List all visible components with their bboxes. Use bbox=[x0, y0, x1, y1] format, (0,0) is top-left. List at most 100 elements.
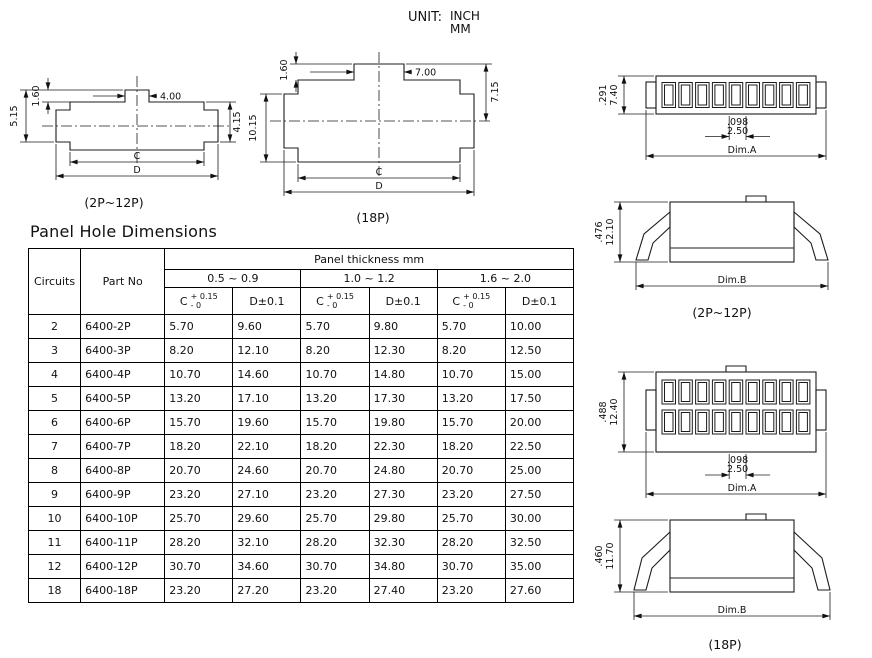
value-cell: 12.30 bbox=[368, 338, 438, 363]
dim-d-label: D bbox=[375, 181, 382, 192]
cavity bbox=[764, 382, 775, 402]
value-cell: 23.20 bbox=[164, 578, 234, 603]
cavity-grid bbox=[661, 379, 811, 435]
latch-arm-left bbox=[635, 210, 671, 261]
c-tol-minus: - 0 bbox=[463, 301, 474, 310]
mount-ear-left bbox=[645, 81, 657, 109]
value-cell: 9.60 bbox=[232, 314, 302, 339]
part-no-cell: 6400-12P bbox=[80, 554, 166, 579]
value-cell: 24.60 bbox=[232, 458, 302, 483]
cavity bbox=[697, 382, 708, 402]
cavity bbox=[711, 409, 727, 435]
value-cell: 22.50 bbox=[504, 434, 575, 459]
circuits-cell: 18 bbox=[27, 578, 82, 603]
circuits-cell: 7 bbox=[27, 434, 82, 459]
c-label: C bbox=[452, 294, 461, 308]
cavity bbox=[745, 82, 760, 108]
cavity bbox=[664, 84, 674, 106]
dim-height-inch-label: .291 bbox=[598, 84, 609, 105]
dim-height-mm-label: 12.40 bbox=[609, 398, 620, 425]
dim-height-inch-label: .460 bbox=[594, 545, 605, 566]
mount-ear-left bbox=[645, 389, 657, 431]
dim-right-height: 4.15 bbox=[206, 101, 243, 143]
cavity bbox=[781, 412, 792, 432]
value-cell: 25.00 bbox=[504, 458, 575, 483]
value-cell: 15.00 bbox=[504, 362, 575, 387]
col-header-c-3: C+ 0.15- 0 bbox=[436, 287, 506, 315]
cavity bbox=[680, 382, 691, 402]
value-cell: 19.60 bbox=[232, 410, 302, 435]
circuits-cell: 3 bbox=[27, 338, 82, 363]
unit-inch: INCH bbox=[449, 9, 480, 23]
unit-mm: MM bbox=[449, 21, 471, 36]
c-label: C bbox=[316, 294, 324, 308]
cavity bbox=[714, 382, 724, 402]
value-cell: 14.80 bbox=[368, 362, 438, 387]
mount-ear-right bbox=[815, 81, 827, 109]
panel-hole-outline bbox=[283, 63, 475, 163]
cavity bbox=[748, 84, 758, 106]
col-header-d-2: D±0.1 bbox=[368, 287, 438, 315]
cavity bbox=[762, 82, 777, 108]
cavity bbox=[779, 409, 794, 435]
dim-right-height-label: 7.15 bbox=[490, 81, 501, 102]
cavity bbox=[711, 82, 727, 108]
dim-tab-height-label: 1.60 bbox=[279, 59, 290, 80]
part-no-cell: 6400-11P bbox=[80, 530, 166, 555]
value-cell: 18.20 bbox=[436, 434, 506, 459]
dim-outer-width-d: D bbox=[55, 144, 219, 180]
value-cell: 18.20 bbox=[164, 434, 234, 459]
circuits-cell: 12 bbox=[27, 554, 82, 579]
cavity bbox=[745, 379, 760, 405]
dim-height-mm-label: 12.10 bbox=[605, 218, 616, 245]
dim-a-label: Dim.A bbox=[728, 483, 757, 494]
dim-right-height: 7.15 bbox=[406, 63, 501, 121]
c-tol-minus: - 0 bbox=[326, 301, 338, 310]
page-title: Panel Hole Dimensions bbox=[30, 222, 218, 241]
dim-tab-width-label: 7.00 bbox=[415, 68, 436, 79]
cavity bbox=[714, 412, 724, 432]
connector-front-large: .488 12.40 .098 2.50 Dim.A bbox=[598, 365, 827, 498]
value-cell: 28.20 bbox=[436, 530, 506, 555]
cavity bbox=[678, 82, 693, 108]
part-no-cell: 6400-9P bbox=[80, 482, 166, 507]
polarization-notch bbox=[745, 513, 767, 520]
connector-side-large: .460 11.70 Dim.B (18P) bbox=[594, 513, 831, 652]
polarization-notch bbox=[745, 195, 767, 202]
part-no-cell: 6400-7P bbox=[80, 434, 166, 459]
value-cell: 23.20 bbox=[164, 482, 234, 507]
cavity bbox=[697, 412, 708, 432]
c-tol-minus: - 0 bbox=[190, 301, 202, 310]
c-tol-plus: + 0.15 bbox=[463, 291, 491, 301]
cavity bbox=[664, 412, 674, 432]
cavity bbox=[764, 412, 775, 432]
c-label: C bbox=[179, 294, 188, 308]
connector-body bbox=[669, 519, 795, 593]
value-cell: 28.20 bbox=[164, 530, 234, 555]
dim-left-height-label: 5.15 bbox=[9, 105, 20, 126]
value-cell: 35.00 bbox=[504, 554, 575, 579]
cavity bbox=[711, 379, 727, 405]
dim-b-label: Dim.B bbox=[718, 275, 747, 286]
col-header-range-1: 0.5 ~ 0.9 bbox=[164, 269, 302, 288]
dim-height-mm-label: 7.40 bbox=[609, 84, 620, 105]
value-cell: 15.70 bbox=[300, 410, 370, 435]
panel-hole-drawing-large: 1.60 7.00 7.15 10.15 C D (18P) bbox=[248, 52, 501, 225]
value-cell: 5.70 bbox=[164, 314, 234, 339]
circuits-cell: 9 bbox=[27, 482, 82, 507]
dim-b-label: Dim.B bbox=[718, 605, 747, 616]
cavity bbox=[798, 412, 808, 432]
dim-pitch-mm-label: 2.50 bbox=[727, 464, 748, 475]
dim-pitch-inch-label: .098 bbox=[727, 117, 748, 128]
connector-body bbox=[669, 201, 795, 263]
value-cell: 5.70 bbox=[300, 314, 370, 339]
value-cell: 27.50 bbox=[504, 482, 575, 507]
cavity bbox=[697, 84, 708, 106]
part-no-cell: 6400-18P bbox=[80, 578, 166, 603]
panel-hole-table: Circuits Part No Panel thickness mm 0.5 … bbox=[27, 248, 575, 603]
circuits-cell: 6 bbox=[27, 410, 82, 435]
value-cell: 20.00 bbox=[504, 410, 575, 435]
